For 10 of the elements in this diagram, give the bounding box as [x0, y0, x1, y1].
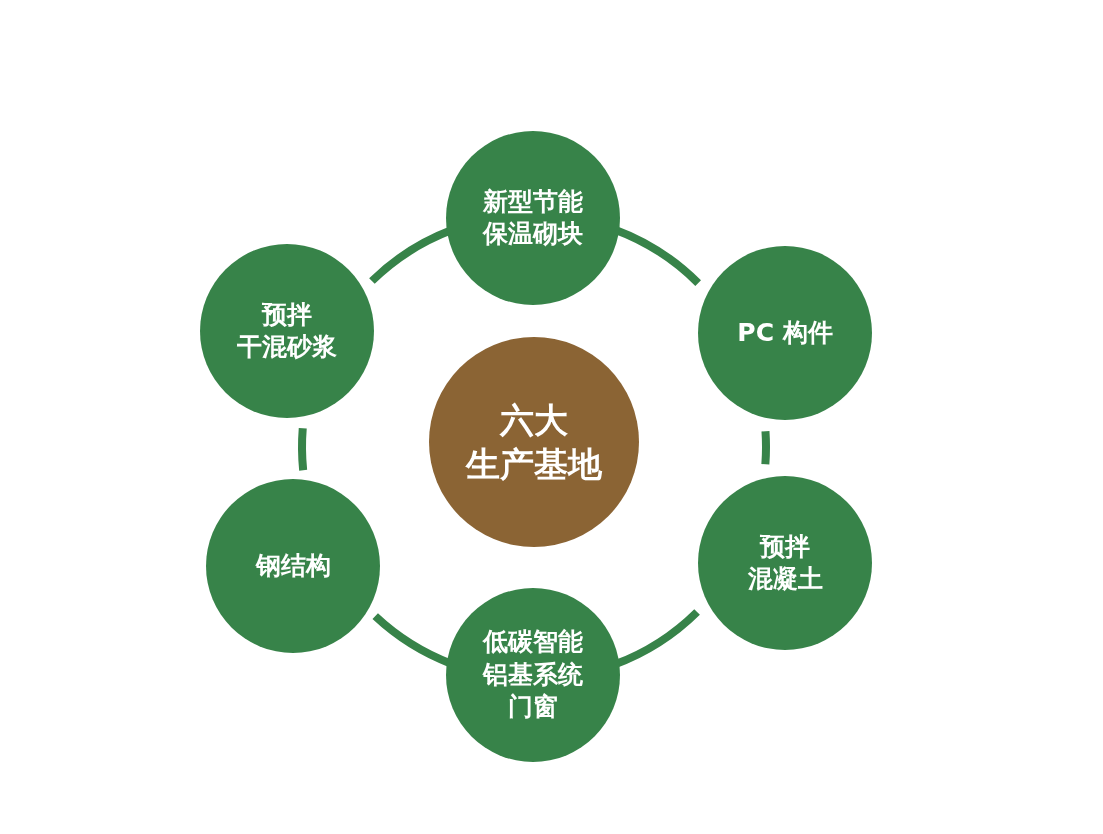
- node-label: 新型节能保温砌块: [481, 185, 584, 250]
- node-label: 预拌: [758, 530, 811, 563]
- node-label: 低碳智能铝基系统门窗: [481, 626, 584, 724]
- node-label: 干混砂浆: [236, 331, 338, 363]
- node-label: 钢结构: [254, 549, 332, 582]
- node-label: 预拌: [260, 298, 313, 331]
- node-label: 生产基地: [464, 443, 603, 486]
- node-label: 六大: [498, 398, 569, 442]
- node-label: 混凝土: [746, 563, 824, 595]
- node-label: PC 构件: [736, 316, 834, 349]
